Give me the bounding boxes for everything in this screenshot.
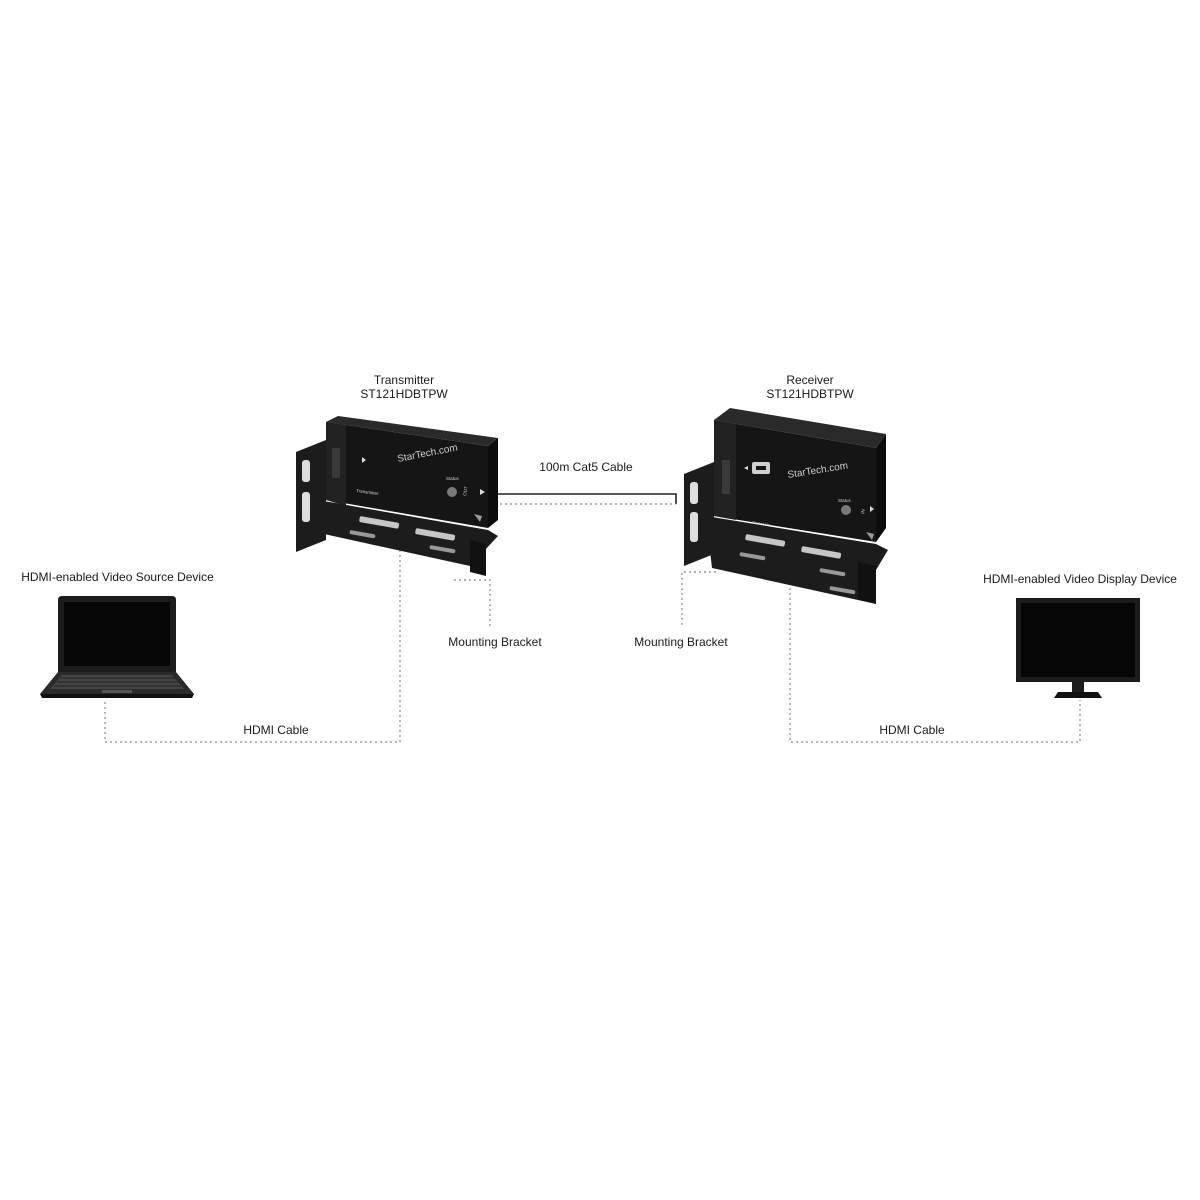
- display-device-label: HDMI-enabled Video Display Device: [983, 572, 1177, 586]
- source-device-label: HDMI-enabled Video Source Device: [21, 570, 214, 584]
- bracket-right-label: Mounting Bracket: [634, 635, 728, 649]
- bracket-left-pointer: [454, 579, 491, 628]
- bracket-right-pointer: [681, 571, 716, 628]
- cat5-cable-label: 100m Cat5 Cable: [539, 460, 633, 474]
- transmitter-title: Transmitter: [373, 373, 435, 387]
- bracket-left-label: Mounting Bracket: [448, 635, 542, 649]
- hdmi-cable-right-line: [789, 588, 1081, 743]
- cat5-cable-line: [489, 493, 677, 505]
- transmitter-port-label: OUT: [462, 486, 469, 496]
- laptop-icon: [40, 596, 194, 698]
- hdmi-cable-right-label: HDMI Cable: [862, 724, 962, 737]
- receiver-status-led: [841, 505, 851, 515]
- receiver-status-label: Status: [838, 498, 852, 503]
- receiver-front-label: Receiver: [752, 520, 771, 527]
- transmitter-status-label: Status: [446, 476, 460, 481]
- hdmi-cable-left-label: HDMI Cable: [226, 724, 326, 737]
- receiver-port-label: IN: [860, 509, 866, 514]
- hdmi-cable-left-line: [104, 548, 401, 743]
- transmitter-front-label: Transmitter: [356, 488, 380, 496]
- receiver-device: StarTech.com Receiver IN Status: [684, 408, 888, 604]
- transmitter-model: ST121HDBTPW: [360, 387, 448, 401]
- transmitter-status-led: [447, 487, 457, 497]
- transmitter-device: StarTech.com Transmitter OUT Status: [296, 416, 498, 576]
- receiver-model: ST121HDBTPW: [766, 387, 854, 401]
- monitor-icon: [1016, 598, 1140, 698]
- receiver-title: Receiver: [786, 373, 834, 387]
